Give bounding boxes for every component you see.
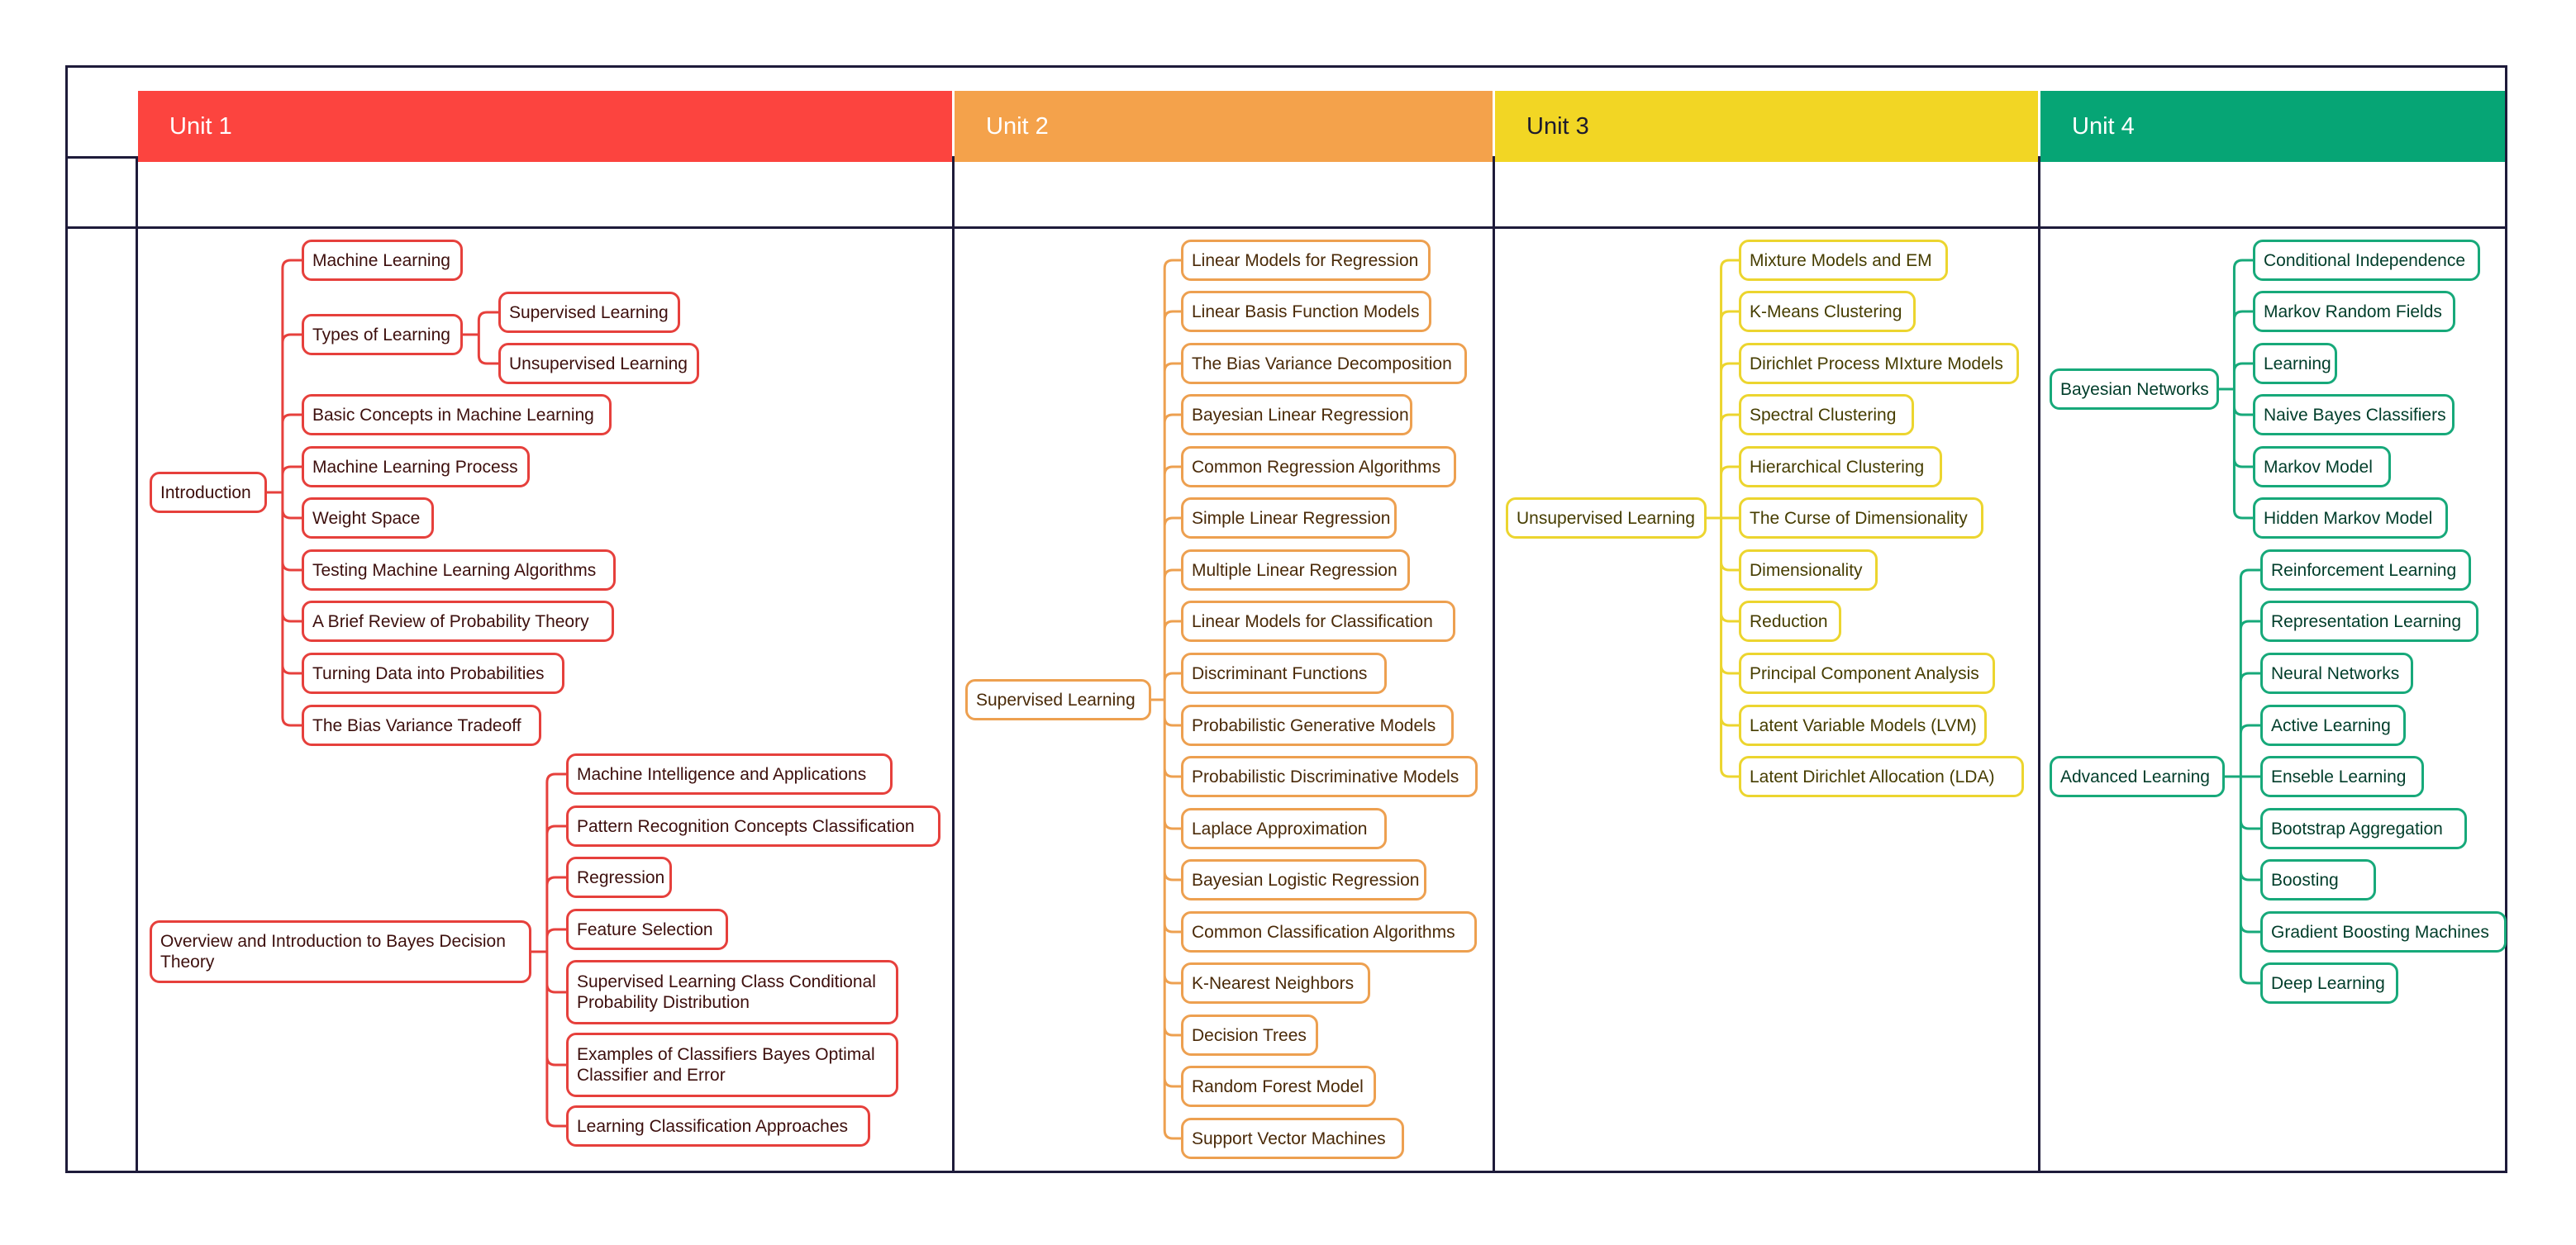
topic-node-enseble-learning[interactable]: Enseble Learning [2260,756,2424,797]
topic-node-a-brief-review-of-probability-theory[interactable]: A Brief Review of Probability Theory [302,601,614,642]
topic-node-principal-component-analysis[interactable]: Principal Component Analysis [1739,653,1995,694]
connector-types-of-learning [463,311,498,365]
topic-node-weight-space[interactable]: Weight Space [302,497,434,539]
group-node-supervised-learning[interactable]: Supervised Learning [965,679,1151,720]
topic-node-support-vector-machines[interactable]: Support Vector Machines [1181,1118,1404,1159]
topic-node-discriminant-functions[interactable]: Discriminant Functions [1181,653,1387,694]
topic-node-hidden-markov-model[interactable]: Hidden Markov Model [2253,497,2448,539]
topic-node-feature-selection[interactable]: Feature Selection [566,909,728,950]
connector-unsupervised-learning [1707,259,1739,778]
topic-node-hierarchical-clustering[interactable]: Hierarchical Clustering [1739,446,1942,487]
topic-node-bayesian-linear-regression[interactable]: Bayesian Linear Regression [1181,394,1412,435]
topic-node-simple-linear-regression[interactable]: Simple Linear Regression [1181,497,1397,539]
unit-4-header: Unit 4 [2040,91,2505,162]
topic-node-decision-trees[interactable]: Decision Trees [1181,1015,1318,1056]
topic-node-linear-models-for-regression[interactable]: Linear Models for Regression [1181,240,1431,281]
topic-node-testing-machine-learning-algorithms[interactable]: Testing Machine Learning Algorithms [302,549,616,591]
topic-node-basic-concepts-in-machine-learning[interactable]: Basic Concepts in Machine Learning [302,394,612,435]
topic-node-representation-learning[interactable]: Representation Learning [2260,601,2478,642]
topic-node-turning-data-into-probabilities[interactable]: Turning Data into Probabilities [302,653,564,694]
group-node-bayesian-networks[interactable]: Bayesian Networks [2050,368,2219,410]
unit-1-header: Unit 1 [138,91,952,162]
topic-node-spectral-clustering[interactable]: Spectral Clustering [1739,394,1914,435]
topic-node-probabilistic-discriminative-models[interactable]: Probabilistic Discriminative Models [1181,756,1478,797]
connector-supervised-learning [1151,259,1181,1140]
topic-node-common-classification-algorithms[interactable]: Common Classification Algorithms [1181,911,1477,953]
connector-bayesian-networks [2219,259,2253,520]
topic-node-boosting[interactable]: Boosting [2260,859,2376,900]
topic-node-the-bias-variance-tradeoff[interactable]: The Bias Variance Tradeoff [302,705,541,746]
connector-advanced-learning [2225,568,2260,985]
topic-node-naive-bayes-classifiers[interactable]: Naive Bayes Classifiers [2253,394,2455,435]
topic-node-random-forest-model[interactable]: Random Forest Model [1181,1066,1376,1107]
topic-node-reinforcement-learning[interactable]: Reinforcement Learning [2260,549,2471,591]
topic-node-linear-models-for-classification[interactable]: Linear Models for Classification [1181,601,1455,642]
topic-node-regression[interactable]: Regression [566,857,672,898]
topic-node-k-nearest-neighbors[interactable]: K-Nearest Neighbors [1181,962,1370,1004]
group-node-introduction[interactable]: Introduction [150,472,267,513]
topic-node-markov-random-fields[interactable]: Markov Random Fields [2253,291,2455,332]
topic-node-examples-of-classifiers-bayes-optimal-classifier-and-error[interactable]: Examples of Classifiers Bayes Optimal Cl… [566,1033,898,1097]
topic-node-bootstrap-aggregation[interactable]: Bootstrap Aggregation [2260,808,2467,849]
topic-node-neural-networks[interactable]: Neural Networks [2260,653,2413,694]
topic-node-probabilistic-generative-models[interactable]: Probabilistic Generative Models [1181,705,1454,746]
topic-node-deep-learning[interactable]: Deep Learning [2260,962,2398,1004]
topic-node-laplace-approximation[interactable]: Laplace Approximation [1181,808,1387,849]
topic-node-pattern-recognition-concepts-classification[interactable]: Pattern Recognition Concepts Classificat… [566,805,940,847]
topic-node-bayesian-logistic-regression[interactable]: Bayesian Logistic Regression [1181,859,1426,900]
topic-node-the-curse-of-dimensionality[interactable]: The Curse of Dimensionality [1739,497,1983,539]
topic-node-learning-classification-approaches[interactable]: Learning Classification Approaches [566,1105,870,1147]
topic-node-learning[interactable]: Learning [2253,343,2337,384]
topic-node-machine-intelligence-and-applications[interactable]: Machine Intelligence and Applications [566,753,893,795]
column-divider-unit-2 [1493,156,1495,1173]
group-node-overview-and-introduction-to-bayes-decision-theory[interactable]: Overview and Introduction to Bayes Decis… [150,920,531,983]
group-node-unsupervised-learning[interactable]: Unsupervised Learning [1506,497,1707,539]
unit-3-header: Unit 3 [1495,91,2038,162]
topic-node-latent-variable-models-lvm[interactable]: Latent Variable Models (LVM) [1739,705,1987,746]
topic-node-conditional-independence[interactable]: Conditional Independence [2253,240,2480,281]
column-divider-row-label [136,156,138,1173]
topic-node-dimensionality[interactable]: Dimensionality [1739,549,1878,591]
topic-node-dirichlet-process-mixture-models[interactable]: Dirichlet Process MIxture Models [1739,343,2019,384]
subtopic-node-supervised-learning[interactable]: Supervised Learning [498,292,680,333]
header-bottom-rule [65,226,2507,229]
topic-node-types-of-learning[interactable]: Types of Learning [302,314,463,355]
column-divider-unit-1 [952,156,955,1173]
topic-node-latent-dirichlet-allocation-lda[interactable]: Latent Dirichlet Allocation (LDA) [1739,756,2024,797]
connector-overview-and-introduction-to-bayes-decision-theory [531,772,566,1128]
topic-node-supervised-learning-class-conditional-probability-distribution[interactable]: Supervised Learning Class Conditional Pr… [566,960,898,1024]
column-divider-unit-3 [2038,156,2040,1173]
topic-node-machine-learning-process[interactable]: Machine Learning Process [302,446,530,487]
group-node-advanced-learning[interactable]: Advanced Learning [2050,756,2225,797]
topic-node-active-learning[interactable]: Active Learning [2260,705,2406,746]
subtopic-node-unsupervised-learning[interactable]: Unsupervised Learning [498,343,699,384]
topic-node-mixture-models-and-em[interactable]: Mixture Models and EM [1739,240,1948,281]
connector-introduction [267,259,302,727]
topic-node-multiple-linear-regression[interactable]: Multiple Linear Regression [1181,549,1410,591]
topic-node-linear-basis-function-models[interactable]: Linear Basis Function Models [1181,291,1431,332]
topic-node-markov-model[interactable]: Markov Model [2253,446,2391,487]
topic-node-reduction[interactable]: Reduction [1739,601,1841,642]
unit-2-header: Unit 2 [955,91,1493,162]
topic-node-common-regression-algorithms[interactable]: Common Regression Algorithms [1181,446,1456,487]
topic-node-k-means-clustering[interactable]: K-Means Clustering [1739,291,1916,332]
topic-node-gradient-boosting-machines[interactable]: Gradient Boosting Machines [2260,911,2507,953]
topic-node-machine-learning[interactable]: Machine Learning [302,240,463,281]
topic-node-the-bias-variance-decomposition[interactable]: The Bias Variance Decomposition [1181,343,1467,384]
